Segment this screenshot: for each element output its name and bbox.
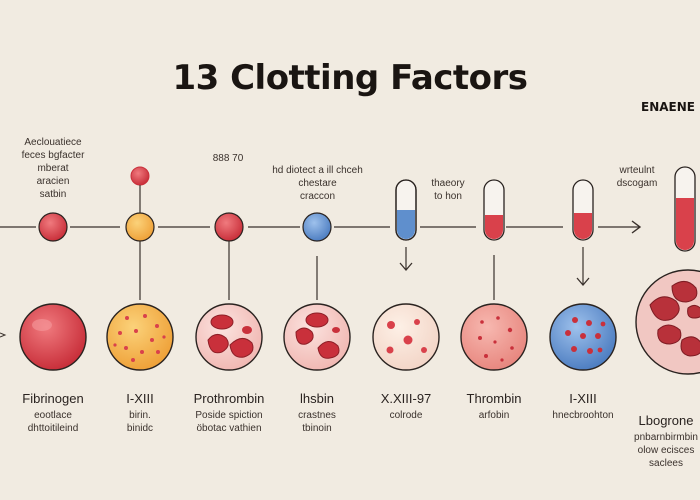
top-note-4: thaeory to hon: [431, 178, 465, 202]
cell-lbogrone: [635, 269, 700, 375]
cell-peach: [372, 303, 440, 371]
node-red-1: [38, 212, 68, 242]
factor-label: Fibrinogen eootlace dhttoitileind: [22, 391, 84, 434]
cells: [19, 269, 700, 375]
top-note-3: hd diotect a ill chceh chestare craccon: [272, 165, 363, 202]
timeline: [0, 220, 642, 234]
top-nodes: [38, 166, 696, 252]
test-tube-red-3: [674, 166, 696, 252]
cell-prothrombin: [195, 303, 263, 371]
down-arrow-icon: [576, 277, 590, 286]
top-note-1: Aeclouatiece feces bgfacter mberat araci…: [21, 137, 85, 200]
corner-label: ENAENE: [641, 100, 695, 114]
factor-label: Prothrombin Poside spiction öbotac vathi…: [193, 391, 265, 434]
connectors: [0, 241, 590, 338]
node-red-2: [214, 212, 244, 242]
cell-orange-dotted: [106, 303, 174, 371]
top-note-5: wrteulnt dscogam: [616, 165, 658, 189]
factor-label: Thrombin arfobin: [466, 391, 522, 421]
test-tube-red-1: [483, 179, 505, 241]
top-note-2: 888 70: [212, 153, 244, 164]
node-small-red: [130, 166, 150, 186]
test-tube-red-2: [572, 179, 594, 241]
factor-label: Lbogrone pnbarnbirmbin olow ecisces sacl…: [634, 413, 698, 469]
cell-blue-dotted: [549, 303, 617, 371]
down-arrow-icon: [399, 262, 413, 271]
cell-lhsbin: [283, 303, 351, 371]
factor-label: lhsbin crastnes tbinoin: [298, 391, 336, 434]
factor-label: I-XIII birin. binidc: [126, 391, 154, 434]
factor-label: X.XIII-97 colrode: [380, 391, 432, 421]
factor-label: I-XIII hnecbroohton: [552, 391, 614, 421]
cell-thrombin: [460, 303, 528, 371]
cell-fibrinogen: [19, 303, 87, 371]
page-title: 13 Clotting Factors: [172, 58, 528, 98]
node-orange: [125, 212, 155, 242]
test-tube-blue: [395, 179, 417, 241]
node-blue: [302, 212, 332, 242]
